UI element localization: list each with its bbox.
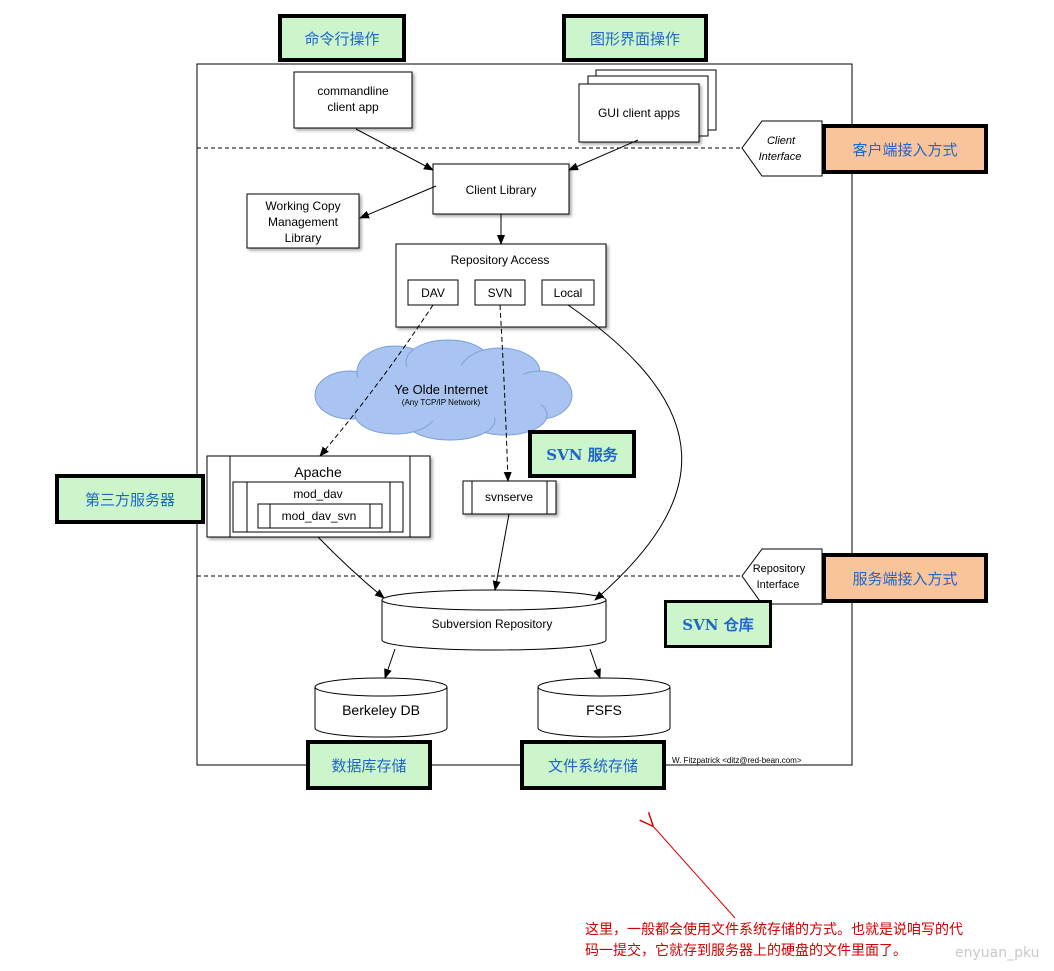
subversion-repo-label: Subversion Repository (432, 617, 553, 631)
tag-third-party-server: 第三方服务器 (55, 474, 205, 524)
tag-third-party-text: 第三方服务器 (84, 490, 175, 509)
watermark: enyuan_pku (955, 945, 1040, 961)
internet-title: Ye Olde Internet (394, 382, 488, 397)
commandline-label-2: client app (327, 100, 379, 114)
berkeley-db-cylinder: Berkeley DB (314, 677, 448, 738)
working-copy-label-1: Working Copy (265, 199, 340, 213)
client-interface-tag: Client Interface (741, 120, 823, 177)
gui-apps-label: GUI client apps (598, 106, 680, 120)
tag-gui-operation: 图形界面操作 (562, 14, 708, 62)
subversion-repository-cylinder: Subversion Repository (381, 589, 607, 651)
svnserve-box: svnserve (462, 480, 557, 515)
commandline-client-box: commandline client app (293, 71, 413, 129)
tag-svn-service: SVN 服务 (528, 430, 636, 478)
repository-access-label: Repository Access (451, 253, 550, 267)
tag-client-access-text: 客户端接入方式 (852, 140, 958, 159)
connector-arrows (317, 128, 683, 679)
fsfs-cylinder: FSFS (537, 677, 671, 738)
tag-commandline-text: 命令行操作 (304, 29, 380, 48)
fsfs-label: FSFS (586, 702, 622, 718)
tag-filesystem-storage: 文件系统存储 (520, 740, 666, 790)
tag-commandline-operation: 命令行操作 (278, 14, 406, 62)
local-label: Local (554, 286, 583, 300)
commandline-label-1: commandline (317, 84, 389, 98)
berkeley-db-label: Berkeley DB (342, 702, 420, 718)
tag-database-storage: 数据库存储 (306, 740, 432, 790)
internet-cloud: Ye Olde Internet (Any TCP/IP Network) (314, 339, 573, 441)
dav-label: DAV (421, 286, 445, 300)
credit-text: W. Fitzpatrick <ditz@red-bean.com> (672, 756, 802, 765)
tag-svn-repository: SVN 仓库 (664, 600, 772, 648)
svnserve-label: svnserve (485, 490, 533, 504)
repository-access-box: Repository Access DAV SVN Local (395, 243, 607, 328)
repository-interface-tag: Repository Interface (741, 548, 823, 605)
svn-label: SVN (488, 286, 513, 300)
mod-dav-label: mod_dav (293, 487, 342, 501)
apache-box: Apache mod_dav mod_dav_svn (206, 455, 431, 538)
client-library-box: Client Library (432, 163, 570, 215)
tag-server-access: 服务端接入方式 (822, 553, 988, 603)
working-copy-label-3: Library (285, 231, 322, 245)
tag-svn-service-text: SVN 服务 (546, 445, 618, 464)
working-copy-box: Working Copy Management Library (246, 193, 360, 249)
tag-db-storage-text: 数据库存储 (331, 756, 407, 775)
tag-fs-storage-text: 文件系统存储 (547, 756, 638, 775)
gui-client-apps-box: GUI client apps (578, 69, 717, 143)
client-interface-label-1: Client (767, 135, 796, 147)
tag-svn-repo-text: SVN 仓库 (682, 615, 754, 634)
tag-server-access-text: 服务端接入方式 (852, 569, 958, 588)
annotation-note: 这里，一般都会使用文件系统存储的方式。也就是说咱写的代 码一提交，它就存到服务器… (585, 920, 1045, 962)
annotation-note-line-2: 码一提交，它就存到服务器上的硬盘的文件里面了。 (585, 943, 907, 959)
working-copy-label-2: Management (268, 215, 339, 229)
annotation-arrow (652, 825, 736, 919)
internet-subtitle: (Any TCP/IP Network) (402, 398, 481, 407)
tag-gui-text: 图形界面操作 (589, 29, 680, 48)
annotation-note-line-1: 这里，一般都会使用文件系统存储的方式。也就是说咱写的代 (585, 922, 963, 938)
mod-dav-svn-label: mod_dav_svn (282, 509, 357, 523)
apache-label: Apache (294, 464, 342, 480)
repo-interface-label-1: Repository (753, 563, 806, 575)
client-interface-label-2: Interface (759, 151, 802, 163)
client-library-label: Client Library (466, 183, 537, 197)
repo-interface-label-2: Interface (757, 579, 800, 591)
tag-client-access: 客户端接入方式 (822, 124, 988, 174)
